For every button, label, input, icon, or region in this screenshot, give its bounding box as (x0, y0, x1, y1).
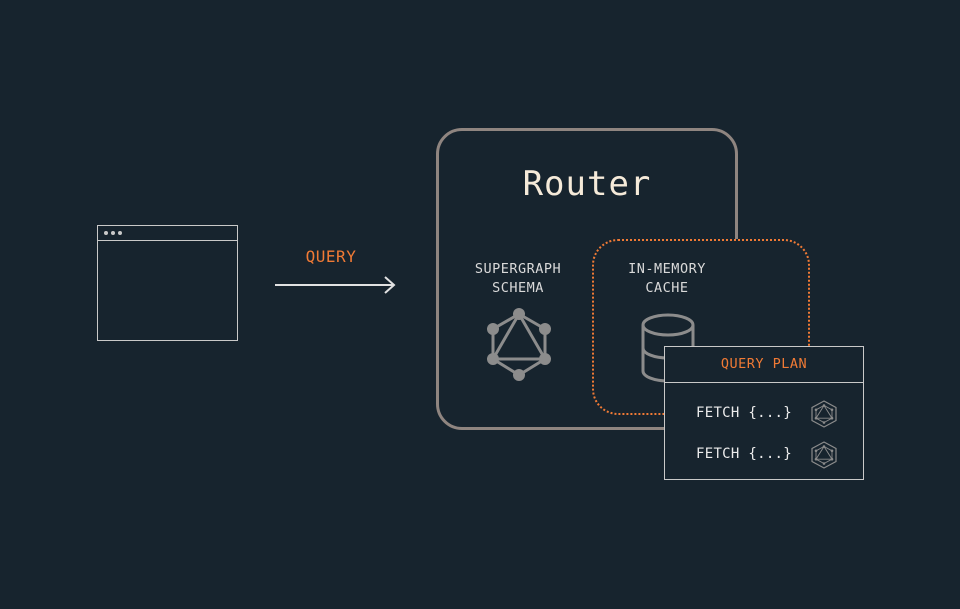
cache-label-line1: IN-MEMORY (628, 261, 706, 277)
supergraph-schema-label: SUPERGRAPH SCHEMA (458, 260, 578, 298)
browser-dot (111, 231, 115, 235)
schema-label-line1: SUPERGRAPH (474, 261, 562, 277)
browser-dot (104, 231, 108, 235)
subgraph-hexagon-icon (811, 400, 837, 428)
in-memory-cache-label: IN-MEMORY CACHE (607, 260, 727, 298)
query-plan-step: FETCH {...} (665, 440, 863, 470)
browser-title-bar (98, 226, 237, 241)
arrow-right-icon (275, 276, 396, 294)
query-plan-title: QUERY PLAN (665, 347, 863, 383)
subgraph-hexagon-icon (811, 441, 837, 469)
router-title: Router (522, 164, 652, 204)
fetch-label: FETCH {...} (696, 446, 793, 462)
browser-dot (118, 231, 122, 235)
fetch-label: FETCH {...} (696, 405, 793, 421)
schema-label-line2: SCHEMA (492, 280, 544, 296)
browser-window-icon (97, 225, 238, 341)
query-plan-step: FETCH {...} (665, 399, 863, 429)
query-label: QUERY (305, 247, 357, 266)
query-plan-panel: QUERY PLAN FETCH {...} FETCH {...} (664, 346, 864, 480)
graphql-icon (487, 308, 551, 381)
cache-label-line2: CACHE (645, 280, 689, 296)
